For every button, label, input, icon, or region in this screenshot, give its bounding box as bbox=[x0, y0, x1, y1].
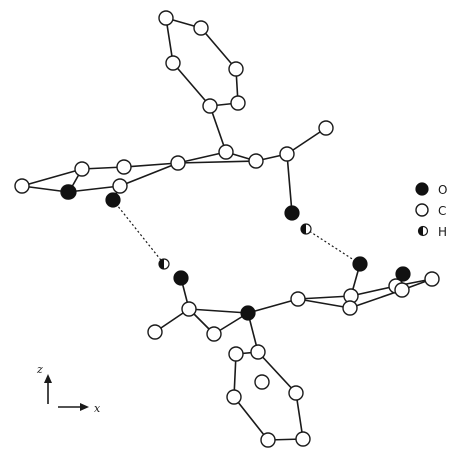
covalent-bond bbox=[119, 162, 179, 187]
carbon-atom bbox=[228, 61, 244, 77]
carbon-atom bbox=[250, 344, 266, 360]
covalent-bond bbox=[21, 168, 83, 187]
bond-layer bbox=[21, 17, 433, 441]
covalent-bond bbox=[177, 151, 227, 164]
carbon-atom bbox=[218, 144, 234, 160]
covalent-bond bbox=[67, 185, 121, 193]
hydrogen-atom-shading bbox=[159, 259, 164, 269]
carbon-atom bbox=[165, 55, 181, 71]
legend-label-oxygen: O bbox=[438, 183, 447, 197]
covalent-bond bbox=[21, 185, 69, 193]
covalent-bond bbox=[286, 153, 293, 214]
covalent-bond bbox=[297, 298, 351, 309]
carbon-atom bbox=[342, 300, 358, 316]
covalent-bond bbox=[123, 162, 179, 168]
carbon-atom bbox=[254, 374, 270, 390]
covalent-bond bbox=[295, 392, 304, 440]
hydrogen-bond-layer bbox=[112, 199, 361, 265]
oxygen-atom bbox=[105, 192, 121, 208]
oxygen-atom bbox=[173, 270, 189, 286]
oxygen-atom bbox=[352, 256, 368, 272]
covalent-bond bbox=[209, 105, 227, 153]
legend-label-hydrogen: H bbox=[438, 225, 447, 239]
legend-label-carbon: C bbox=[438, 204, 446, 218]
x-axis-arrowhead bbox=[80, 403, 89, 411]
carbon-atom bbox=[170, 155, 186, 171]
oxygen-atom bbox=[284, 205, 300, 221]
carbon-atom bbox=[112, 178, 128, 194]
carbon-atom bbox=[248, 153, 264, 169]
hydrogen-bond bbox=[305, 228, 361, 265]
legend: O C H bbox=[415, 182, 447, 239]
carbon-atom bbox=[226, 389, 242, 405]
legend-item-oxygen: O bbox=[415, 182, 447, 197]
carbon-atom bbox=[116, 159, 132, 175]
covalent-bond bbox=[286, 127, 327, 155]
oxygen-legend-icon bbox=[415, 182, 429, 196]
carbon-atom bbox=[318, 120, 334, 136]
hydrogen-bond bbox=[112, 199, 165, 265]
legend-item-hydrogen: H bbox=[417, 225, 447, 239]
carbon-legend-icon bbox=[415, 203, 429, 217]
carbon-atom bbox=[424, 271, 440, 287]
carbon-atom bbox=[147, 324, 163, 340]
carbon-atom bbox=[288, 385, 304, 401]
oxygen-atom bbox=[395, 266, 411, 282]
z-axis-label: z bbox=[36, 363, 43, 376]
carbon-atom bbox=[74, 161, 90, 177]
legend-item-carbon: C bbox=[415, 203, 446, 218]
covalent-bond bbox=[257, 351, 297, 394]
carbon-atom bbox=[206, 326, 222, 342]
carbon-atom bbox=[295, 431, 311, 447]
axis-indicator: z x bbox=[36, 363, 101, 415]
covalent-bond bbox=[297, 295, 352, 300]
carbon-atom bbox=[290, 291, 306, 307]
x-axis-label: x bbox=[94, 402, 101, 415]
carbon-atom bbox=[230, 95, 246, 111]
carbon-atom bbox=[394, 282, 410, 298]
covalent-bond bbox=[188, 308, 249, 314]
hydrogen-atom-shading bbox=[301, 224, 306, 234]
covalent-bond bbox=[177, 160, 257, 164]
covalent-bond bbox=[172, 62, 211, 107]
oxygen-atom bbox=[61, 184, 77, 200]
covalent-bond bbox=[200, 27, 237, 70]
carbon-atom bbox=[158, 10, 174, 26]
hydrogen-legend-icon-fill bbox=[418, 226, 423, 236]
carbon-atom bbox=[181, 301, 197, 317]
carbon-atom bbox=[279, 146, 295, 162]
z-axis-arrowhead bbox=[44, 374, 52, 383]
carbon-atom bbox=[14, 178, 30, 194]
covalent-bond bbox=[247, 298, 299, 314]
carbon-atom bbox=[202, 98, 218, 114]
covalent-bond bbox=[233, 396, 269, 441]
oxygen-atom bbox=[240, 305, 256, 321]
carbon-atom bbox=[260, 432, 276, 448]
carbon-atom bbox=[193, 20, 209, 36]
atom-layer bbox=[14, 10, 440, 448]
carbon-atom bbox=[228, 346, 244, 362]
